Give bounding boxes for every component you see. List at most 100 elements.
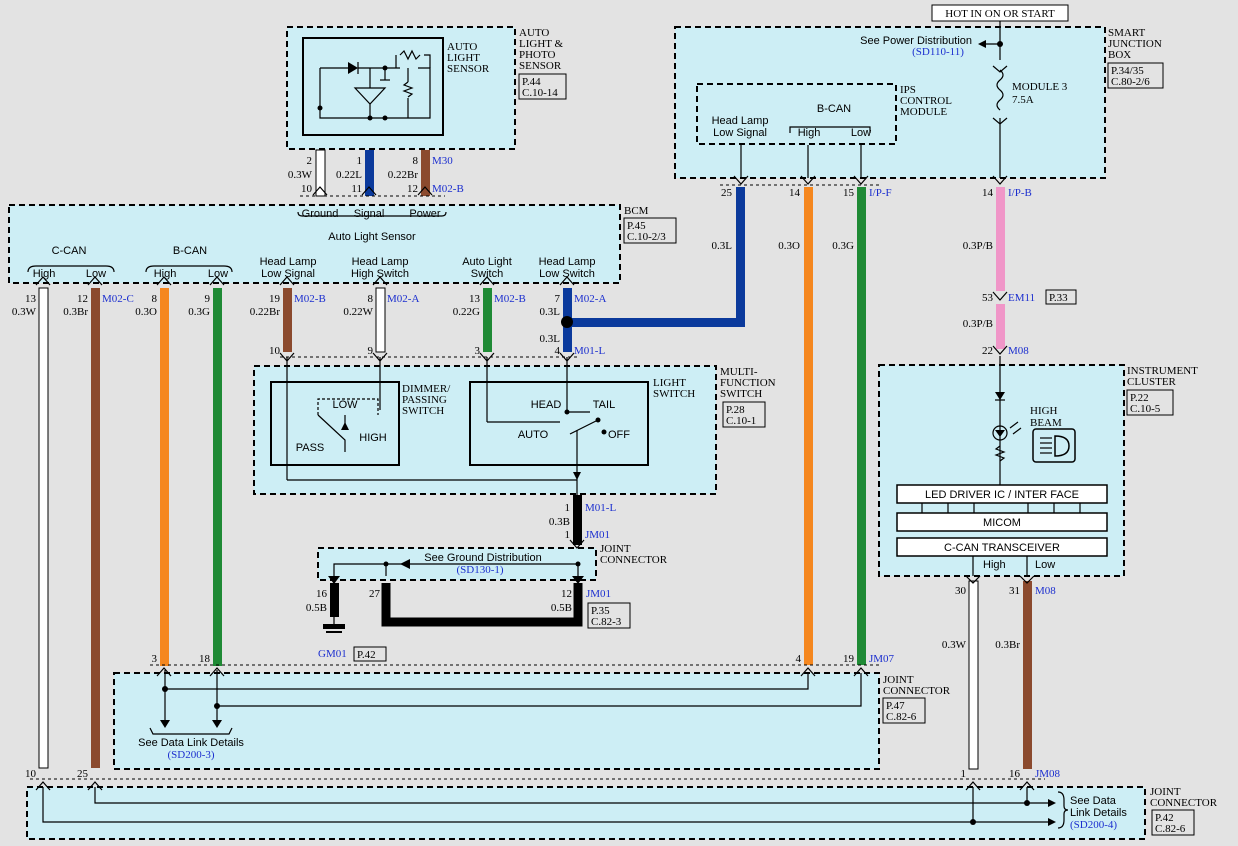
auto-light-sensor-inner [302, 37, 444, 136]
dimmer-high: HIGH [359, 432, 387, 444]
wire-sensor-brown [421, 150, 430, 196]
als-name-2: LIGHT [447, 52, 480, 64]
dimmer-low: LOW [332, 399, 358, 411]
cluster-name-1: INSTRUMENT [1127, 365, 1198, 377]
mfs-pin-10: 10 [269, 345, 281, 357]
sjb-power-dist: See Power Distribution [860, 35, 972, 47]
mfs-conn: M01-L [574, 345, 605, 357]
jm08-ref-2: C.82-6 [1155, 823, 1186, 835]
jm08-circuit [42, 787, 1069, 829]
ls-auto: AUTO [518, 429, 549, 441]
cluster-circuit [896, 356, 1108, 584]
bcm-hl-low-sig-1: Head Lamp [260, 256, 317, 268]
ls-off: OFF [608, 429, 630, 441]
ips-box [696, 83, 897, 145]
jm08-pin-25: 25 [77, 768, 89, 780]
als-side-2: LIGHT & [519, 38, 564, 50]
wire-mfs-black [573, 495, 582, 545]
led-driver-box [896, 484, 1108, 504]
jm01-pin: 1 [565, 529, 571, 541]
bcm-box [8, 204, 621, 284]
wire-jm01-loop-black [381, 583, 583, 627]
wire-ccan-high-white [38, 287, 49, 769]
mfs-box [253, 365, 717, 495]
sjb-power-ref: (SD110-11) [912, 46, 964, 58]
dimmer-1: DIMMER/ [402, 383, 451, 395]
ips-hl-2: Low Signal [713, 127, 767, 139]
jm07-pin-18: 18 [199, 653, 211, 665]
jm07-name-1: JOINT [883, 674, 914, 686]
bcm-pin-13b: 13 [469, 293, 481, 305]
jm01-ground-ref: (SD130-1) [456, 564, 503, 576]
mfs-name-1: MULTI- [720, 366, 758, 378]
als-bpin-1: 10 [301, 183, 313, 195]
als-wire-3: 0.22Br [388, 169, 419, 181]
em11-conn: EM11 [1008, 292, 1035, 304]
bcm-conn-m02b-2: M02-B [494, 293, 526, 305]
jm07-pin-4: 4 [796, 653, 802, 665]
ls-2: SWITCH [653, 388, 695, 400]
wire-hl-low-signal-brown [283, 288, 292, 352]
jm01-conn: JM01 [585, 529, 610, 541]
jm08-pin-16: 16 [1009, 768, 1021, 780]
bcm-wire-1: 0.3W [12, 306, 37, 318]
ips-name-2: CONTROL [900, 95, 952, 107]
jm07-data-link: See Data Link Details [138, 737, 244, 749]
wire-cluster-low-brown [1023, 581, 1032, 769]
bcm-pin-8b: 8 [368, 293, 374, 305]
ls-head: HEAD [531, 399, 562, 411]
jm01-circuit [328, 559, 584, 584]
jm08-data-link-ref: (SD200-4) [1070, 819, 1117, 831]
bcm-hl-low-sig-2: Low Signal [261, 268, 315, 280]
dimmer-2: PASSING [402, 394, 447, 406]
jm08-name-1: JOINT [1150, 786, 1181, 798]
bcm-signal: Signal [354, 208, 385, 220]
bcm-conn-m02a-1: M02-A [387, 293, 419, 305]
bcm-wire-7: 0.22G [453, 306, 480, 318]
sjb-wire-green: 0.3G [832, 240, 854, 252]
als-side-1: AUTO [519, 27, 549, 39]
bcm-pin-12: 12 [77, 293, 88, 305]
bcm-wire-8: 0.3L [540, 306, 561, 318]
mfs-pin-9: 9 [368, 345, 374, 357]
gm01-ref: P.42 [357, 649, 376, 661]
als-pin-1: 1 [357, 155, 363, 167]
bcm-sensor-group: Auto Light Sensor [328, 231, 416, 243]
jm07-box [113, 672, 880, 770]
connector-chevrons [27, 175, 1035, 791]
bcm-bcan-low: Low [208, 268, 228, 280]
als-pin-2: 2 [307, 155, 313, 167]
em11-pin: 53 [982, 292, 994, 304]
mfs-ref-1: P.28 [726, 404, 745, 416]
bcm-pin-7: 7 [555, 293, 561, 305]
ls-tail: TAIL [593, 399, 615, 411]
jm07-name-2: CONNECTOR [883, 685, 951, 697]
bcm-hl-low-sw-1: Head Lamp [539, 256, 596, 268]
gm01-label: GM01 [318, 648, 347, 660]
ips-low: Low [851, 127, 871, 139]
jm01-wire-1: 0.5B [306, 602, 327, 614]
cluster-ref-2: C.10-5 [1130, 403, 1161, 415]
jm07-ref-1: P.47 [886, 700, 905, 712]
bcm-ccan: C-CAN [52, 245, 87, 257]
wire-ips-blue-horizontal [567, 318, 745, 327]
jm07-ref-2: C.82-6 [886, 711, 917, 723]
bcm-power: Power [409, 208, 441, 220]
jm01-pin-27: 27 [369, 588, 381, 600]
bcm-wire-8b: 0.3L [540, 333, 561, 345]
bcm-ground: Ground [302, 208, 339, 220]
bcm-pin-19: 19 [269, 293, 281, 305]
jm01-pin-12: 12 [561, 588, 572, 600]
mfs-circuit [286, 357, 607, 495]
als-name-1: AUTO [447, 41, 477, 53]
wire-cluster-high-white [968, 580, 979, 770]
bcm-hl-high-sw-2: High Switch [351, 268, 409, 280]
sjb-circuit [740, 10, 1008, 178]
sjb-conn-ipb: I/P-B [1008, 187, 1032, 199]
mfs-name-2: FUNCTION [720, 377, 776, 389]
jm08-conn: JM08 [1035, 768, 1061, 780]
jm08-ref-1: P.42 [1155, 812, 1174, 824]
dimmer-pass: PASS [296, 442, 325, 454]
bcm-ref-1: P.45 [627, 220, 646, 232]
